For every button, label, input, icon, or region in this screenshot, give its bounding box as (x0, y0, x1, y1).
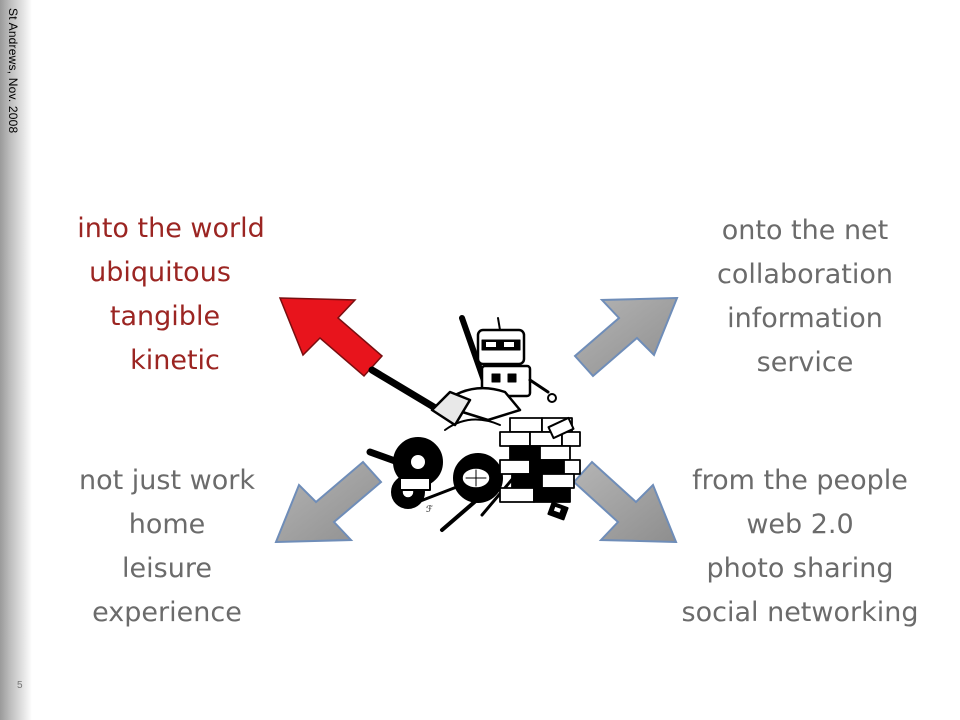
arrow-onto-the-net (573, 296, 679, 378)
quadrant-title: from the people (692, 465, 908, 496)
quadrant-item: collaboration (717, 259, 893, 290)
quadrant-item: experience (92, 597, 242, 628)
arrow-not-just-work (274, 460, 383, 544)
quadrant-title: onto the net (721, 215, 889, 246)
quadrant-item: tangible (109, 301, 221, 332)
quadrant-item: photo sharing (706, 553, 894, 584)
arrow-from-the-people (572, 460, 678, 544)
quadrant-into-the-world: into the world ubiquitous tangible kinet… (56, 207, 286, 383)
quadrant-item: leisure (122, 553, 212, 584)
quadrant-item: information (727, 303, 883, 334)
robot-smashing-wall-icon: ℱ (366, 315, 581, 532)
quadrant-not-just-work: not just work home leisure experience (52, 459, 282, 635)
quadrant-title: not just work (79, 465, 255, 496)
quadrant-item: social networking (681, 597, 919, 628)
quadrant-item: ubiquitous (89, 257, 231, 288)
quadrant-item: service (756, 347, 854, 378)
quadrant-title: into the world (77, 213, 265, 244)
quadrant-onto-the-net: onto the net collaboration information s… (660, 209, 950, 385)
quadrant-from-the-people: from the people web 2.0 photo sharing so… (650, 459, 950, 635)
slide-number: 5 (17, 680, 23, 691)
svg-text:ℱ: ℱ (426, 505, 433, 515)
quadrant-item: home (128, 509, 206, 540)
quadrant-item: web 2.0 (746, 509, 854, 540)
quadrant-item: kinetic (130, 345, 220, 376)
arrow-into-the-world (278, 297, 384, 378)
side-bar: St Andrews, Nov. 2008 (0, 0, 32, 720)
sidebar-caption: St Andrews, Nov. 2008 (6, 8, 20, 134)
